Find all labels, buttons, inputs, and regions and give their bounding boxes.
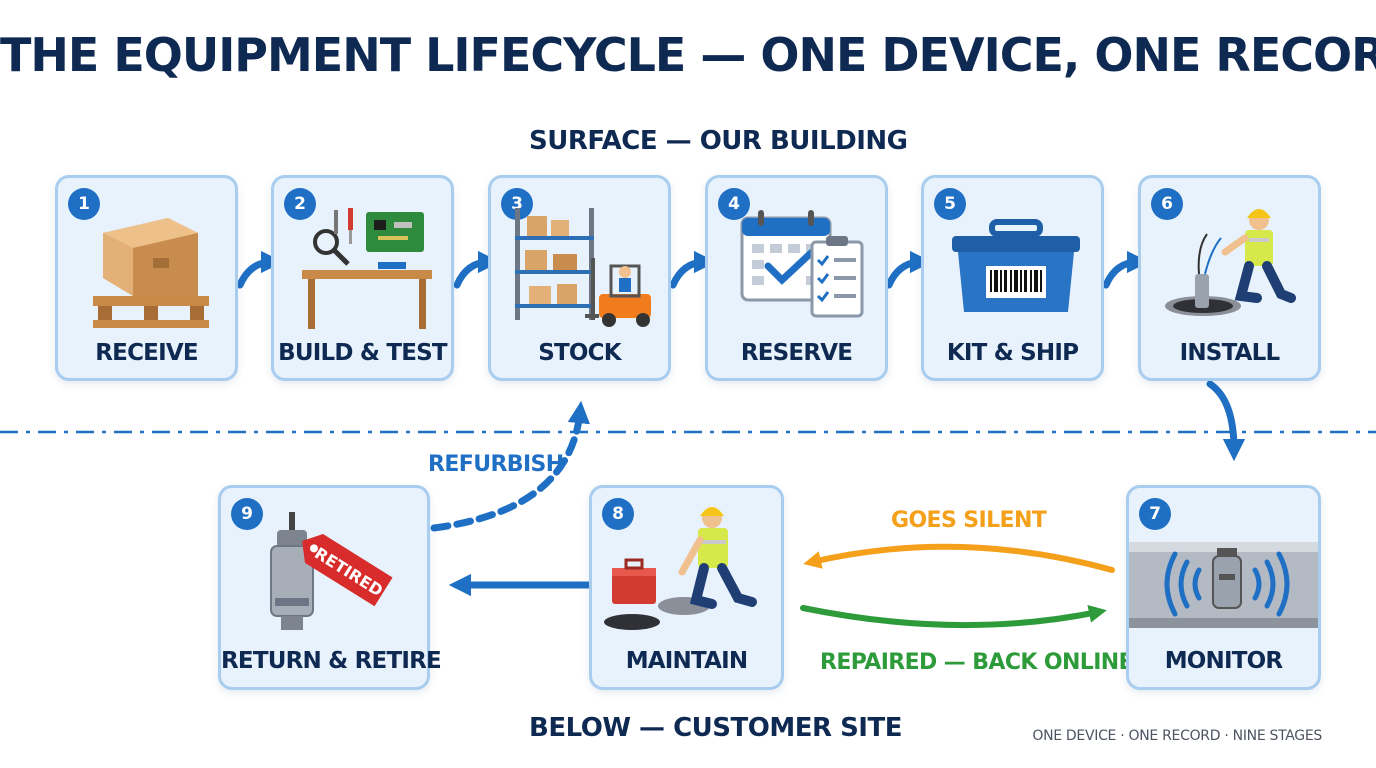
arrow-reserve-to-ship [885,250,933,289]
stage-card-reserve[interactable]: 4 RESERVE [705,175,888,381]
stage-number-badge: 5 [934,188,966,220]
refurbish-label: REFURBISH [428,452,564,477]
calendar-checklist-icon [740,210,864,318]
arrow-ship-to-install [1102,250,1150,289]
arrow-build-to-stock [453,250,501,289]
package-pallet-icon [93,218,209,328]
retired-tag-icon: RETIRED [270,512,393,630]
stage-number-badge: 1 [68,188,100,220]
arrow-refurbish [430,400,590,532]
below-section-label: BELOW — CUSTOMER SITE [529,713,902,743]
page-title: THE EQUIPMENT LIFECYCLE — ONE DEVICE, ON… [0,28,1376,82]
stage-label: BUILD & TEST [278,340,447,366]
stage-label: STOCK [538,340,621,366]
stage-label: KIT & SHIP [946,340,1079,366]
repaired-label: REPAIRED — BACK ONLINE [820,650,1134,675]
stage-number-badge: 9 [231,498,263,530]
arrow-goes-silent [803,543,1115,573]
stage-card-monitor[interactable]: 7 MONITOR [1126,485,1321,690]
surface-section-label: SURFACE — OUR BUILDING [529,126,908,156]
stage-number-badge: 2 [284,188,316,220]
workbench-icon [302,208,432,329]
stage-label: INSTALL [1179,340,1281,366]
stage-label: RESERVE [740,340,853,366]
stage-card-stock[interactable]: 3 STOCK [488,175,671,381]
stage-number-badge: 7 [1139,498,1171,530]
stage-card-kit-ship[interactable]: 5 KIT & SHIP [921,175,1104,381]
maintenance-worker-icon [604,507,757,630]
installer-worker-icon [1165,209,1296,316]
footer-caption: ONE DEVICE · ONE RECORD · NINE STAGES [1032,728,1322,744]
arrow-install-to-monitor [1206,380,1246,462]
goes-silent-label: GOES SILENT [891,508,1047,533]
stage-card-return-retire[interactable]: 9 RETIRED RETURN & RETIRE [218,485,442,690]
arrow-receive-to-build [236,250,284,289]
stage-card-install[interactable]: 6 INSTALL [1138,175,1321,381]
stage-number-badge: 8 [602,498,634,530]
sensor-signal-icon [1129,542,1318,628]
stage-card-maintain[interactable]: 8 MAINTAIN [589,485,784,690]
stage-label: MONITOR [1164,648,1283,674]
stage-number-badge: 4 [718,188,750,220]
stage-card-receive[interactable]: 1 RECEIVE [55,175,238,381]
arrow-repaired [800,604,1107,629]
stage-label: MAINTAIN [625,648,748,674]
stage-number-badge: 6 [1151,188,1183,220]
warehouse-forklift-icon [515,208,651,327]
stage-label: RETURN & RETIRE [221,648,442,674]
arrow-stock-to-reserve [669,250,717,289]
stage-label: RECEIVE [95,340,198,366]
barcode-crate-icon [952,219,1080,312]
stage-card-build-test[interactable]: 2 BUILD & TEST [271,175,454,381]
